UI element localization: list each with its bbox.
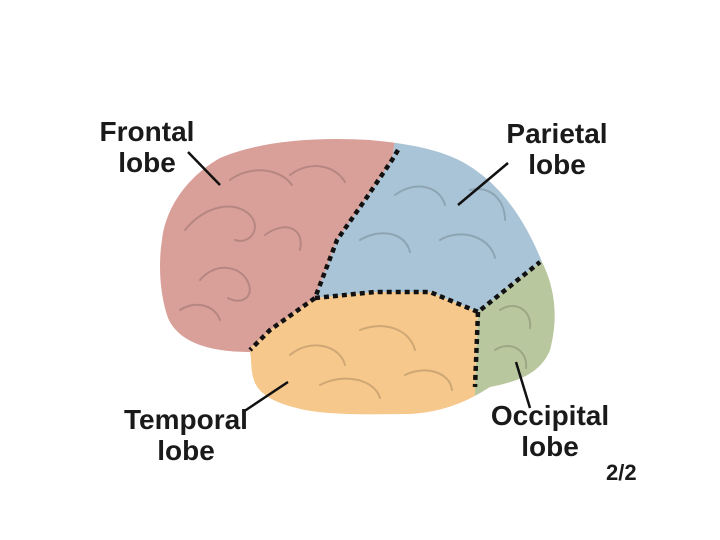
frontal-leader-line <box>187 151 221 186</box>
occipital-lobe-label-line1: Occipital <box>490 400 610 431</box>
lobe-boundaries <box>248 148 542 388</box>
occipital-leader-line <box>514 361 532 409</box>
frontal-lobe-label-line2: lobe <box>118 147 176 178</box>
temporal-lobe-region <box>250 292 478 415</box>
parietal-lobe-label-line1: Parietal <box>506 118 608 149</box>
occipital-lobe-label: Occipital lobe <box>472 400 628 462</box>
parietal-leader-line <box>457 162 509 206</box>
label-leader-lines <box>187 151 532 414</box>
parietal-lobe-label-line2: lobe <box>528 149 586 180</box>
page-indicator: 2/2 <box>606 460 637 485</box>
temporal-leader-line <box>242 380 289 414</box>
occipital-lobe-label-line2: lobe <box>521 431 579 462</box>
frontal-lobe-label-line1: Frontal <box>99 116 195 147</box>
temporal-lobe-label-line2: lobe <box>157 435 215 466</box>
frontal-lobe-label: Frontal lobe <box>82 116 212 178</box>
temporal-lobe-label-line1: Temporal <box>124 404 248 435</box>
parietal-lobe-label: Parietal lobe <box>488 118 626 180</box>
temporal-lobe-label: Temporal lobe <box>106 404 266 466</box>
gyri-texture <box>179 165 532 399</box>
